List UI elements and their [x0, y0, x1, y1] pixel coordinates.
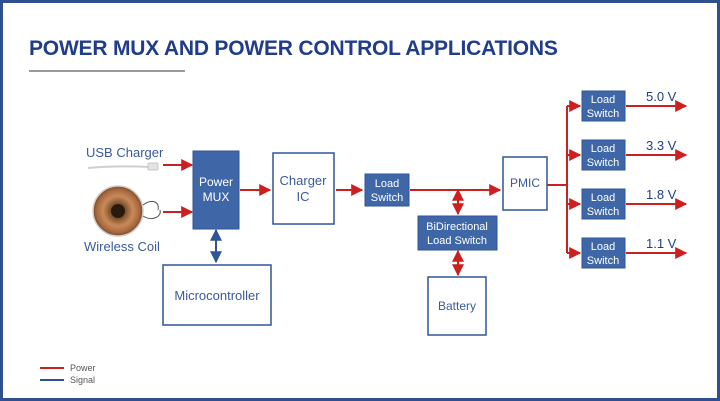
output-load-switch-4: Load Switch — [581, 237, 626, 269]
microcontroller-label: Microcontroller — [174, 288, 260, 303]
legend-power-label: Power — [70, 363, 96, 373]
legend-signal-label: Signal — [70, 375, 95, 385]
legend: Power Signal — [40, 363, 96, 385]
charger-ic-block: Charger IC — [272, 152, 335, 225]
output-load-switch-1: Load Switch — [581, 90, 626, 122]
power-lines — [163, 100, 688, 277]
charger-ic-line2: IC — [297, 189, 310, 204]
output-2-label-line2: Switch — [587, 157, 619, 169]
voltage-1v8-label: 1.8 V — [646, 187, 677, 202]
output-load-switch-3: Load Switch — [581, 188, 626, 220]
voltage-3v3-label: 3.3 V — [646, 138, 677, 153]
battery-label: Battery — [438, 299, 476, 313]
voltage-1v1-label: 1.1 V — [646, 236, 677, 251]
pmic-block: PMIC — [502, 156, 548, 211]
power-mux-line1: Power — [199, 175, 233, 189]
wireless-coil-icon — [92, 185, 161, 237]
main-load-switch-line2: Switch — [371, 192, 403, 204]
bidirectional-line1: BiDirectional — [426, 221, 488, 233]
pmic-label: PMIC — [510, 176, 540, 190]
battery-block: Battery — [427, 276, 487, 336]
usb-charger-label: USB Charger — [86, 145, 164, 160]
output-load-switch-2: Load Switch — [581, 139, 626, 171]
wireless-coil-label: Wireless Coil — [84, 239, 160, 254]
output-4-label-line2: Switch — [587, 255, 619, 267]
power-mux-block: Power MUX — [192, 150, 240, 230]
bidirectional-load-switch-block: BiDirectional Load Switch — [417, 215, 498, 251]
bidirectional-line2: Load Switch — [427, 235, 487, 247]
charger-ic-line1: Charger — [280, 173, 328, 188]
power-mux-line2: MUX — [203, 190, 230, 204]
output-1-label-line1: Load — [591, 94, 615, 106]
main-load-switch-block: Load Switch — [364, 173, 410, 207]
output-1-label-line2: Switch — [587, 108, 619, 120]
output-3-label-line1: Load — [591, 192, 615, 204]
output-3-label-line2: Switch — [587, 206, 619, 218]
output-4-label-line1: Load — [591, 241, 615, 253]
usb-cable-icon — [87, 162, 159, 171]
title-underline — [29, 70, 185, 72]
voltage-5v-label: 5.0 V — [646, 89, 677, 104]
main-load-switch-line1: Load — [375, 178, 399, 190]
slide-title: POWER MUX AND POWER CONTROL APPLICATIONS — [29, 37, 558, 60]
microcontroller-block: Microcontroller — [162, 264, 272, 326]
output-2-label-line1: Load — [591, 143, 615, 155]
